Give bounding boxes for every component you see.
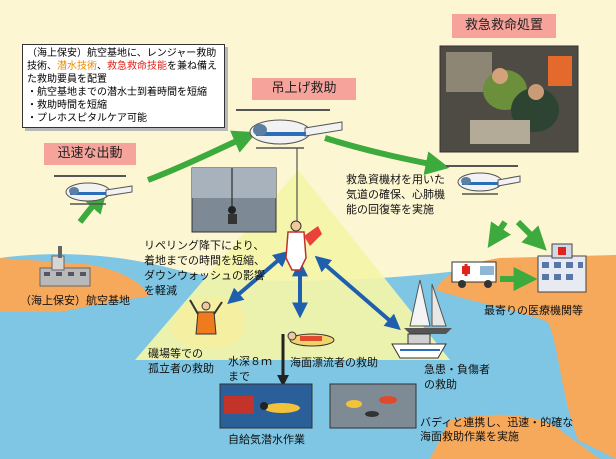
capability-notes: （海上保安）航空基地に、レンジャー救助 技術、潜水技術、救急救命技能を兼ね備え …	[22, 44, 225, 128]
helicopter-base	[54, 175, 133, 205]
label-air-base: （海上保安）航空基地	[20, 294, 130, 307]
label-quick-dispatch: 迅速な出動	[44, 143, 136, 165]
arrow-to-hospital	[515, 219, 547, 251]
notes-bullet-3: ・プレホスピタルケア可能	[27, 113, 147, 124]
photo-scuba	[219, 383, 313, 429]
arrow-sick	[314, 255, 401, 331]
photo-emergency-care	[439, 45, 579, 153]
arrow-to-care	[324, 135, 450, 175]
notes-bullet-1: ・航空基地までの潜水士到着時間を短縮	[27, 87, 207, 98]
arrow-to-ambulance	[487, 220, 511, 248]
photo-buddy-rescue	[329, 383, 417, 429]
notes-line-3: た救助要員を配置	[27, 74, 107, 85]
helicopter-hoist	[236, 109, 343, 149]
land-bottom	[430, 414, 600, 459]
notes-line-1: （海上保安）航空基地に、レンジャー救助	[27, 48, 217, 59]
label-emergency-care: 救急救命処置	[452, 14, 556, 38]
rescue-boat	[391, 333, 447, 359]
notes-diving-skill: 潜水技術	[57, 61, 97, 72]
notes-emergency-skill: 救急救命技能	[107, 61, 167, 72]
label-rappelling: リペリング降下により、 着地までの時間を短縮、 ダウンウォッシュの影響 を軽減	[144, 239, 265, 297]
label-drifting-rescue: 海面漂流者の救助	[290, 356, 378, 369]
air-base-building	[39, 246, 91, 287]
label-water-depth: 水深８ｍ まで	[228, 355, 272, 383]
ambulance	[451, 261, 497, 288]
label-buddy-rescue: バディと連携し、迅速・的確な 海面救助作業を実施	[420, 416, 574, 443]
label-hoist-rescue: 吊上げ救助	[252, 78, 356, 100]
notes-line-2: 技術、潜水技術、救急救命技能を兼ね備え	[27, 60, 220, 73]
notes-line-2c: 、	[97, 61, 107, 72]
hoist-rescuer	[285, 220, 322, 271]
label-emergency-equipment: 救急資機材を用いた 気道の確保、心肺機 能の回復等を実施	[346, 173, 445, 216]
label-scuba-work: 自給気潜水作業	[228, 433, 305, 446]
arrow-isolated	[227, 250, 290, 305]
notes-bullet-2: ・救助時間を短縮	[27, 100, 107, 111]
hospital-building	[537, 243, 587, 293]
helicopter-care	[446, 165, 521, 195]
photo-rappelling	[191, 167, 277, 233]
label-isolated-rescue: 磯場等での 孤立者の救助	[148, 347, 214, 375]
drifting-swimmer	[287, 331, 335, 347]
label-sick-injured: 急患・負傷者 の救助	[424, 363, 490, 391]
notes-line-2e: を兼ね備え	[167, 61, 217, 72]
rock-rescuer	[189, 299, 223, 335]
sailboat	[404, 279, 452, 334]
notes-line-2a: 技術、	[27, 61, 57, 72]
land-right	[436, 255, 616, 459]
arrow-to-hoist	[146, 130, 257, 183]
label-nearest-hospital: 最寄りの医療機関等	[484, 304, 583, 317]
